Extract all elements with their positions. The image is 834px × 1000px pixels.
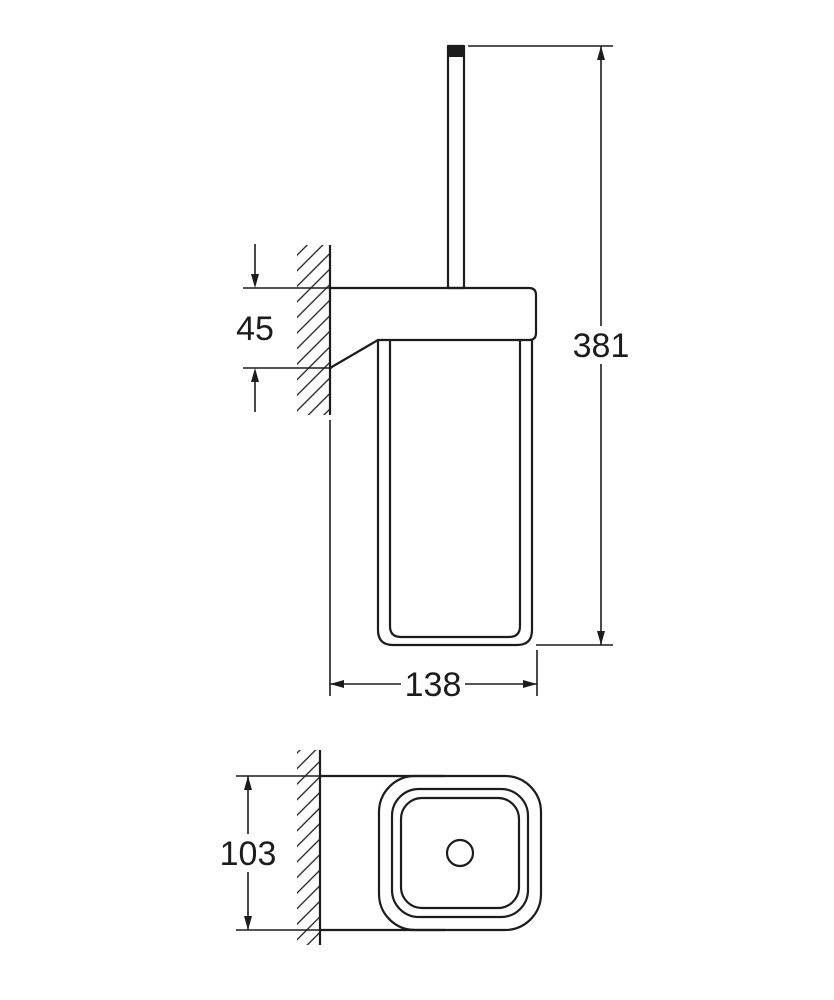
cup-outer-rim <box>377 774 543 932</box>
arrowhead-down-icon <box>244 916 252 930</box>
cup-inner-rim <box>399 796 521 910</box>
dimension-total-height: 381 <box>468 45 634 646</box>
dimension-label-138: 138 <box>405 666 462 704</box>
dimension-width: 138 <box>329 420 538 704</box>
dimension-depth: 103 <box>216 775 322 931</box>
holder-bracket <box>329 286 538 369</box>
label-background <box>401 665 465 703</box>
arrowhead-up-icon <box>244 776 252 790</box>
brush-handle <box>446 44 466 290</box>
arrowhead-up-icon <box>251 368 259 382</box>
arrowhead-down-icon <box>597 631 605 645</box>
brush-handle-cap <box>448 46 464 57</box>
brush-handle-outline <box>446 44 466 290</box>
arrowhead-up-icon <box>597 46 605 60</box>
cup-top-view <box>377 774 543 932</box>
cup-middle-rim <box>390 787 530 919</box>
cup-inner-wall <box>388 340 522 639</box>
cup-center-circle <box>445 838 475 868</box>
wall-hatching-plan <box>297 750 320 945</box>
wall-hatching-side <box>297 245 330 415</box>
dimension-label-45: 45 <box>236 310 274 348</box>
side-view: 45 381 138 <box>236 44 634 704</box>
dimension-label-381: 381 <box>573 327 630 365</box>
dimension-bracket-height: 45 <box>236 244 332 412</box>
label-background <box>216 834 280 872</box>
cup <box>376 340 534 647</box>
arrowhead-left-icon <box>330 680 344 688</box>
arrowhead-right-icon <box>523 680 537 688</box>
cup-outer-wall <box>376 340 534 647</box>
dimension-label-103: 103 <box>220 835 277 873</box>
arrowhead-down-icon <box>251 274 259 288</box>
plan-view: 103 <box>216 750 543 945</box>
label-background <box>568 326 634 364</box>
